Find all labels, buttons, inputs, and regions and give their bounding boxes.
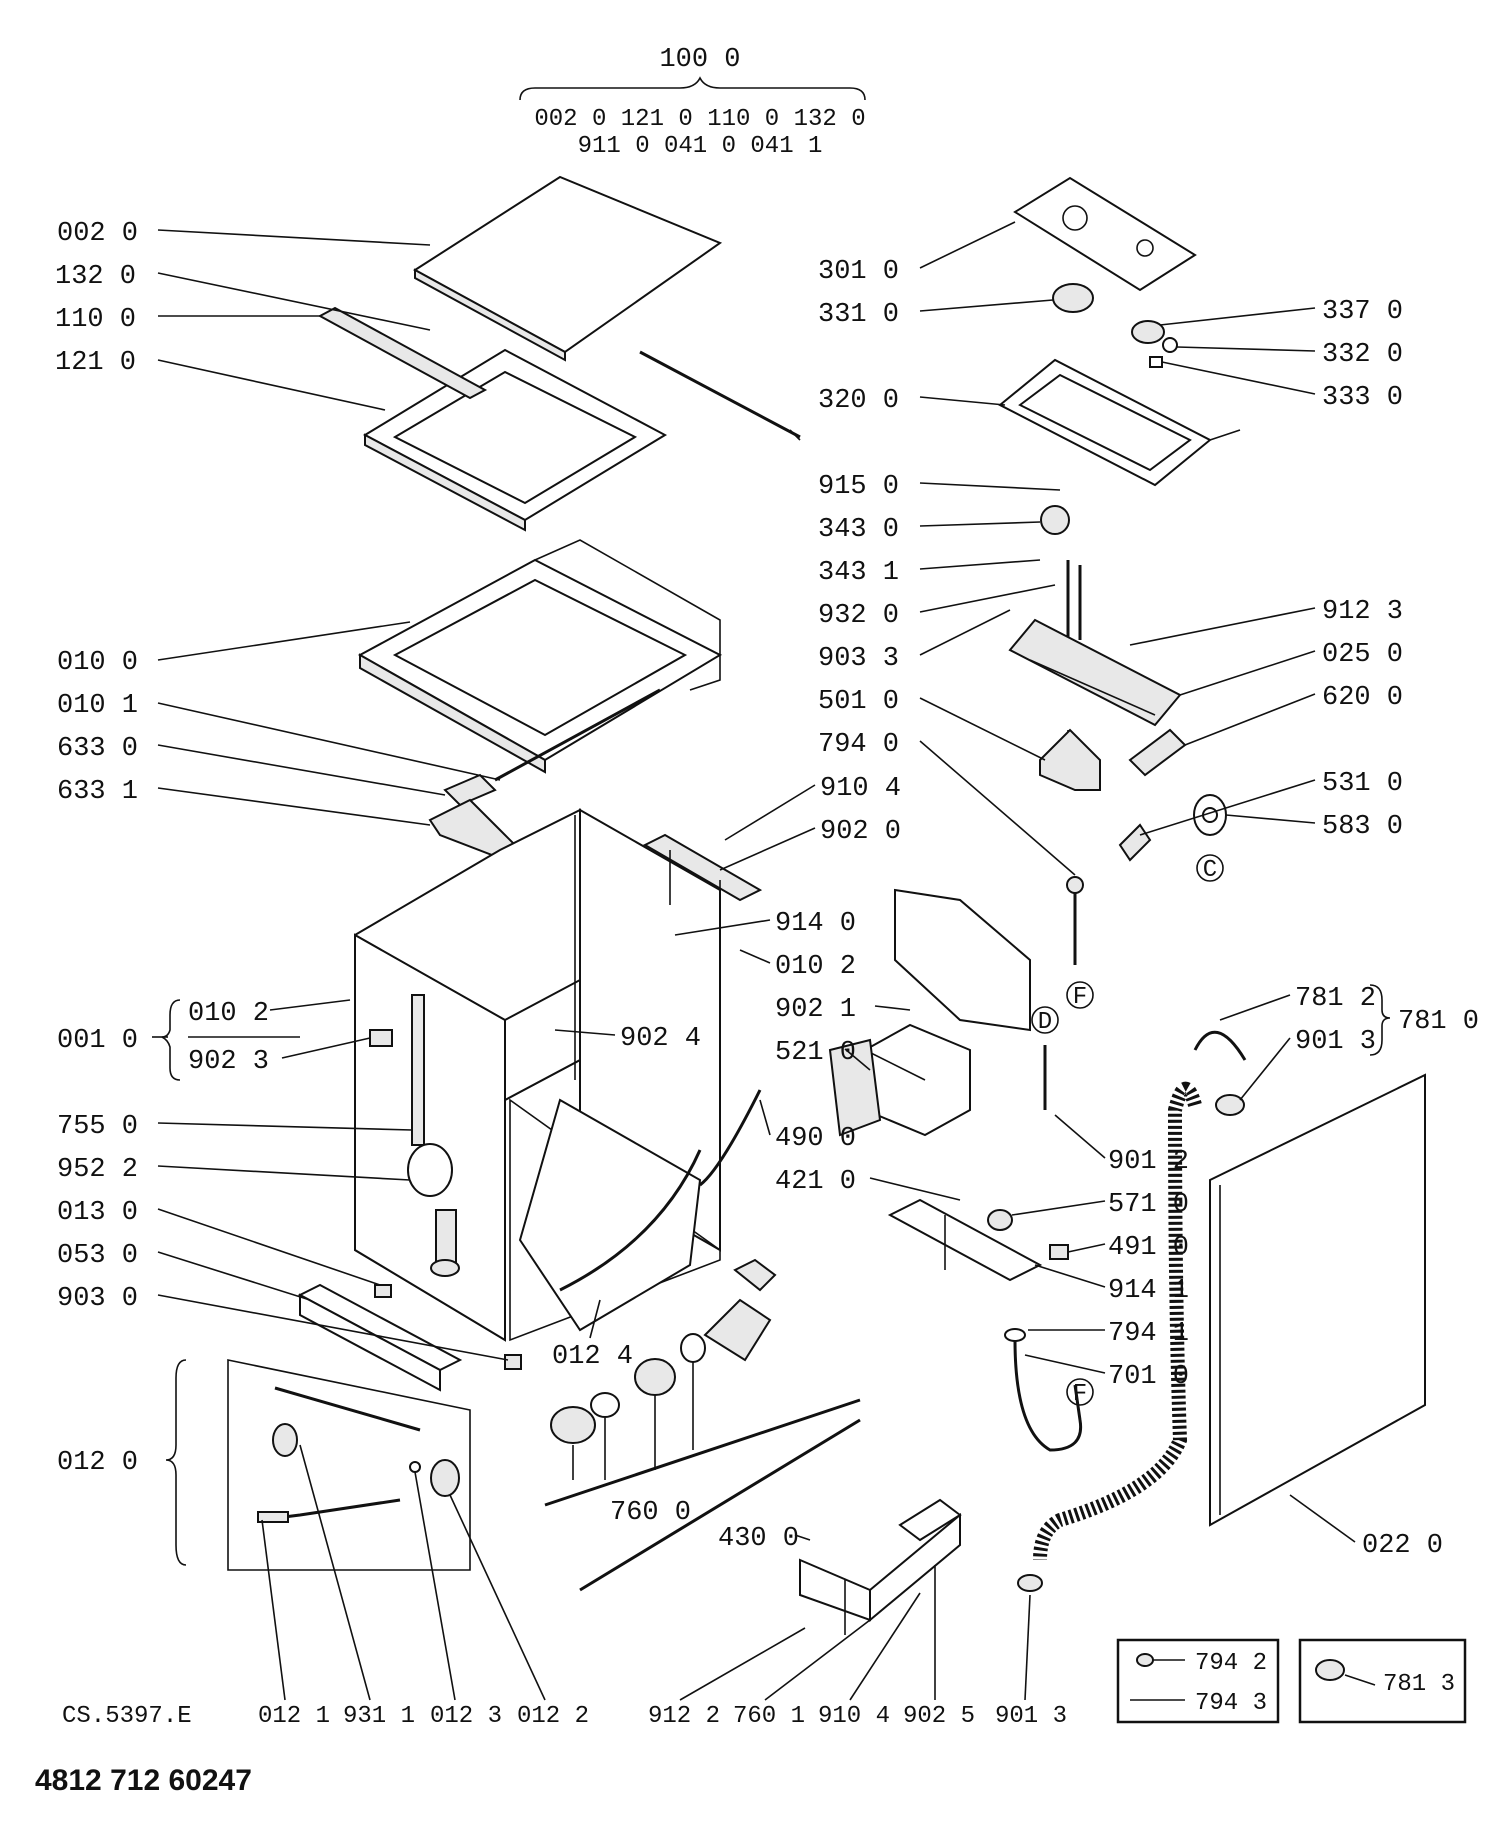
- label-501-0: 501 0: [818, 687, 899, 717]
- label-701-0: 701 0: [1108, 1362, 1189, 1392]
- label-902-1: 902 1: [775, 995, 856, 1025]
- right-callouts: 301 0 331 0 337 0 332 0 333 0 320 0 915 …: [552, 221, 1479, 1561]
- label-914-1: 914 1: [1108, 1276, 1189, 1306]
- label-132-0: 132 0: [55, 262, 136, 292]
- label-760-1: 760 1: [733, 1703, 805, 1730]
- label-025-0: 025 0: [1322, 640, 1403, 670]
- label-430-0: 430 0: [718, 1524, 799, 1554]
- label-915-0: 915 0: [818, 472, 899, 502]
- label-932-0: 932 0: [818, 601, 899, 631]
- label-901-3-bottom: 901 3: [995, 1703, 1067, 1730]
- label-903-0: 903 0: [57, 1284, 138, 1314]
- label-343-0: 343 0: [818, 515, 899, 545]
- part-number: 4812 712 60247: [35, 1764, 252, 1797]
- marker-f-1: F: [1073, 984, 1087, 1011]
- label-012-1: 012 1: [258, 1703, 330, 1730]
- label-121-0: 121 0: [55, 348, 136, 378]
- label-012-3: 012 3: [430, 1703, 502, 1730]
- label-931-1: 931 1: [343, 1703, 415, 1730]
- label-331-0: 331 0: [818, 300, 899, 330]
- label-343-1: 343 1: [818, 558, 899, 588]
- label-571-0: 571 0: [1108, 1190, 1189, 1220]
- label-781-0: 781 0: [1398, 1007, 1479, 1037]
- label-902-4: 902 4: [620, 1024, 701, 1054]
- label-022-0: 022 0: [1362, 1531, 1443, 1561]
- label-301-0: 301 0: [818, 257, 899, 287]
- assembly-brace: [519, 76, 866, 101]
- marker-f-2: F: [1073, 1381, 1087, 1408]
- label-902-5: 902 5: [903, 1703, 975, 1730]
- label-333-0: 333 0: [1322, 383, 1403, 413]
- label-012-0: 012 0: [57, 1448, 138, 1478]
- label-901-3-right: 901 3: [1295, 1027, 1376, 1057]
- label-902-3: 902 3: [188, 1047, 269, 1077]
- label-010-2-left: 010 2: [188, 999, 269, 1029]
- reference-code: CS.5397.E: [62, 1703, 192, 1730]
- label-001-0: 001 0: [57, 1026, 138, 1056]
- label-903-3: 903 3: [818, 644, 899, 674]
- label-421-0: 421 0: [775, 1167, 856, 1197]
- label-012-4: 012 4: [552, 1342, 633, 1372]
- label-010-2-right: 010 2: [775, 952, 856, 982]
- label-760-0: 760 0: [610, 1498, 691, 1528]
- assembly-members-row1: 002 0 121 0 110 0 132 0: [534, 106, 865, 133]
- legend-box-794: 794 2 794 3: [1116, 1638, 1280, 1724]
- label-914-0: 914 0: [775, 909, 856, 939]
- label-012-2: 012 2: [517, 1703, 589, 1730]
- label-521-0: 521 0: [775, 1038, 856, 1068]
- label-013-0: 013 0: [57, 1198, 138, 1228]
- label-755-0: 755 0: [57, 1112, 138, 1142]
- label-010-1: 010 1: [57, 691, 138, 721]
- label-491-0: 491 0: [1108, 1233, 1189, 1263]
- legend-794-3: 794 3: [1195, 1690, 1267, 1717]
- marker-d: D: [1038, 1009, 1052, 1036]
- label-002-0: 002 0: [57, 219, 138, 249]
- label-912-2: 912 2: [648, 1703, 720, 1730]
- legend-box-781: 781 3: [1298, 1638, 1467, 1724]
- label-620-0: 620 0: [1322, 683, 1403, 713]
- label-902-0: 902 0: [820, 817, 901, 847]
- parts-artwork: [227, 175, 1426, 1635]
- label-794-0: 794 0: [818, 730, 899, 760]
- label-912-3: 912 3: [1322, 597, 1403, 627]
- label-337-0: 337 0: [1322, 297, 1403, 327]
- left-callouts: 002 0 132 0 110 0 121 0 010 0 010 1 633 …: [55, 219, 509, 1566]
- label-781-2: 781 2: [1295, 984, 1376, 1014]
- legend-794-2: 794 2: [1195, 1650, 1267, 1677]
- connection-markers: C D F F: [1031, 854, 1224, 1408]
- label-633-1: 633 1: [57, 777, 138, 807]
- label-583-0: 583 0: [1322, 812, 1403, 842]
- assembly-members-row2: 911 0 041 0 041 1: [578, 133, 823, 160]
- label-633-0: 633 0: [57, 734, 138, 764]
- marker-c-1: C: [1203, 857, 1217, 884]
- label-794-1: 794 1: [1108, 1319, 1189, 1349]
- bottom-callouts: 012 1 931 1 012 3 012 2 912 2 760 1 910 …: [258, 1444, 1067, 1730]
- label-332-0: 332 0: [1322, 340, 1403, 370]
- label-901-2: 901 2: [1108, 1147, 1189, 1177]
- label-010-0: 010 0: [57, 648, 138, 678]
- label-952-2: 952 2: [57, 1155, 138, 1185]
- label-490-0: 490 0: [775, 1124, 856, 1154]
- assembly-label: 100 0: [659, 45, 740, 75]
- legend-781-3: 781 3: [1383, 1671, 1455, 1698]
- label-910-4-bottom: 910 4: [818, 1703, 890, 1730]
- label-910-4-top: 910 4: [820, 774, 901, 804]
- label-531-0: 531 0: [1322, 769, 1403, 799]
- label-320-0: 320 0: [818, 386, 899, 416]
- label-110-0: 110 0: [55, 305, 136, 335]
- label-053-0: 053 0: [57, 1241, 138, 1271]
